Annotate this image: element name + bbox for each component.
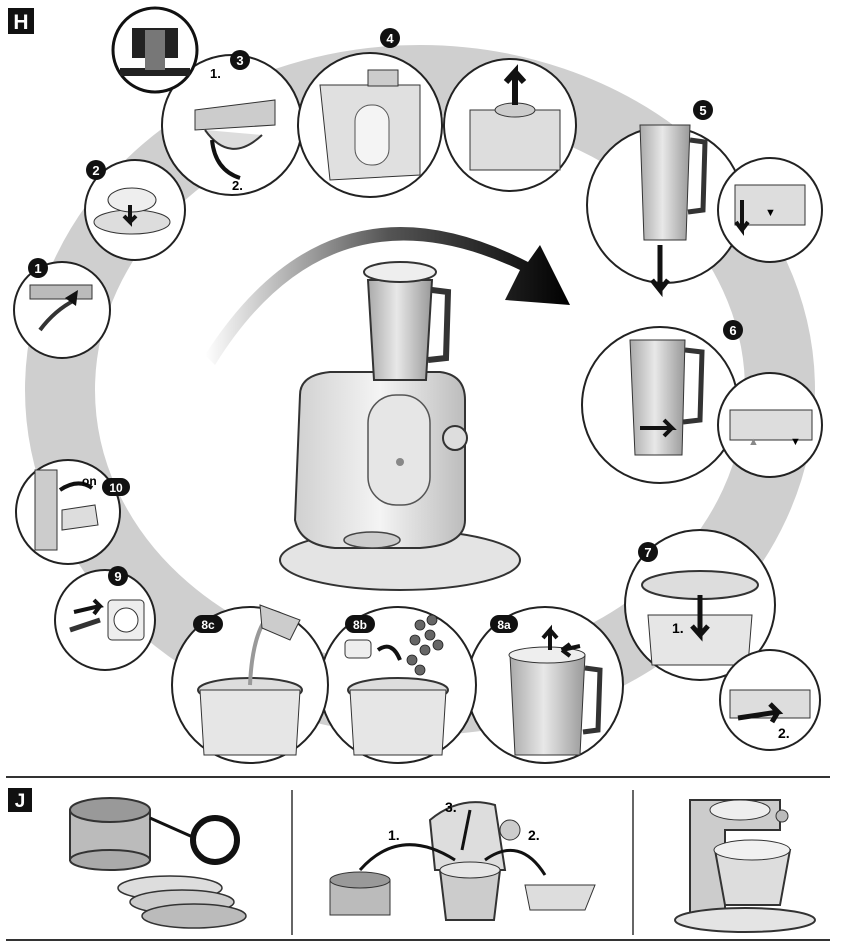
- step-9-number: 9: [114, 569, 121, 584]
- step-6-number: 6: [729, 323, 736, 338]
- step-3-sub-1: 1.: [210, 66, 221, 81]
- step-8a-badge: 8a: [490, 615, 518, 633]
- step-8b-panel: 8b: [319, 606, 477, 764]
- step-9-panel: 9: [54, 566, 156, 671]
- j-arrow-label-1: 1.: [388, 827, 400, 843]
- central-curved-arrow: [205, 226, 570, 365]
- step-3-number: 3: [236, 53, 243, 68]
- step-8b-label: 8b: [353, 618, 367, 632]
- j-arrow-label-2: 2.: [528, 827, 540, 843]
- step-4-badge: 4: [380, 28, 400, 48]
- step-7-number: 7: [644, 545, 651, 560]
- step-8b-badge: 8b: [345, 615, 375, 633]
- step-5-badge: 5: [693, 100, 713, 120]
- step-6-panel: ▲ ▼ 6: [581, 320, 823, 484]
- step-7-panel: 1. 2. 7: [624, 529, 821, 751]
- j-panel-2-assembly: 1. 2. 3.: [329, 799, 596, 921]
- step-3-inset-machine: [111, 6, 199, 94]
- step-3-sub-2: 2.: [232, 178, 243, 193]
- step-2-panel: 2: [84, 159, 186, 261]
- step-8c-badge: 8c: [193, 615, 223, 633]
- svg-text:▼: ▼: [790, 436, 801, 448]
- step-7-badge: 7: [638, 542, 658, 562]
- step-8c-label: 8c: [201, 618, 215, 632]
- step-5-panel: ▼ 5: [586, 100, 823, 298]
- step-2-number: 2: [92, 163, 99, 178]
- step-2-badge: 2: [86, 160, 106, 180]
- j-arrow-label-3: 3.: [445, 799, 457, 815]
- step-8c-panel: 8c: [171, 604, 329, 764]
- step-4-number: 4: [386, 31, 394, 46]
- step-9-badge: 9: [108, 566, 128, 586]
- section-j-letter: J: [15, 791, 26, 812]
- step-5-number: 5: [699, 103, 706, 118]
- step-1-badge: 1: [28, 258, 48, 278]
- step-8a-panel: 8a: [466, 606, 624, 764]
- step-8a-label: 8a: [497, 618, 511, 632]
- step-10-on-text: on: [82, 474, 97, 488]
- cutting-discs: [117, 875, 247, 929]
- step-10-number: 10: [109, 481, 123, 495]
- section-h-letter: H: [13, 11, 28, 34]
- step-1-panel: 1: [13, 258, 111, 359]
- j-panel-1-storage: [69, 797, 247, 929]
- central-food-processor: [279, 261, 521, 591]
- step-1-number: 1: [34, 261, 41, 276]
- step-6-badge: 6: [723, 320, 743, 340]
- svg-text:▼: ▼: [765, 207, 776, 219]
- step-3-badge: 3: [230, 50, 250, 70]
- step-7-sub-2: 2.: [778, 725, 790, 741]
- svg-text:▲: ▲: [748, 436, 759, 448]
- step-10-panel: on 10: [15, 459, 130, 565]
- section-j-label: J: [8, 788, 32, 812]
- step-10-badge: 10: [102, 478, 130, 496]
- step-7-sub-1: 1.: [672, 620, 684, 636]
- section-h-label: H: [8, 8, 34, 34]
- step-4-panel: 4: [297, 28, 577, 198]
- j-panel-3-machine: [674, 799, 816, 933]
